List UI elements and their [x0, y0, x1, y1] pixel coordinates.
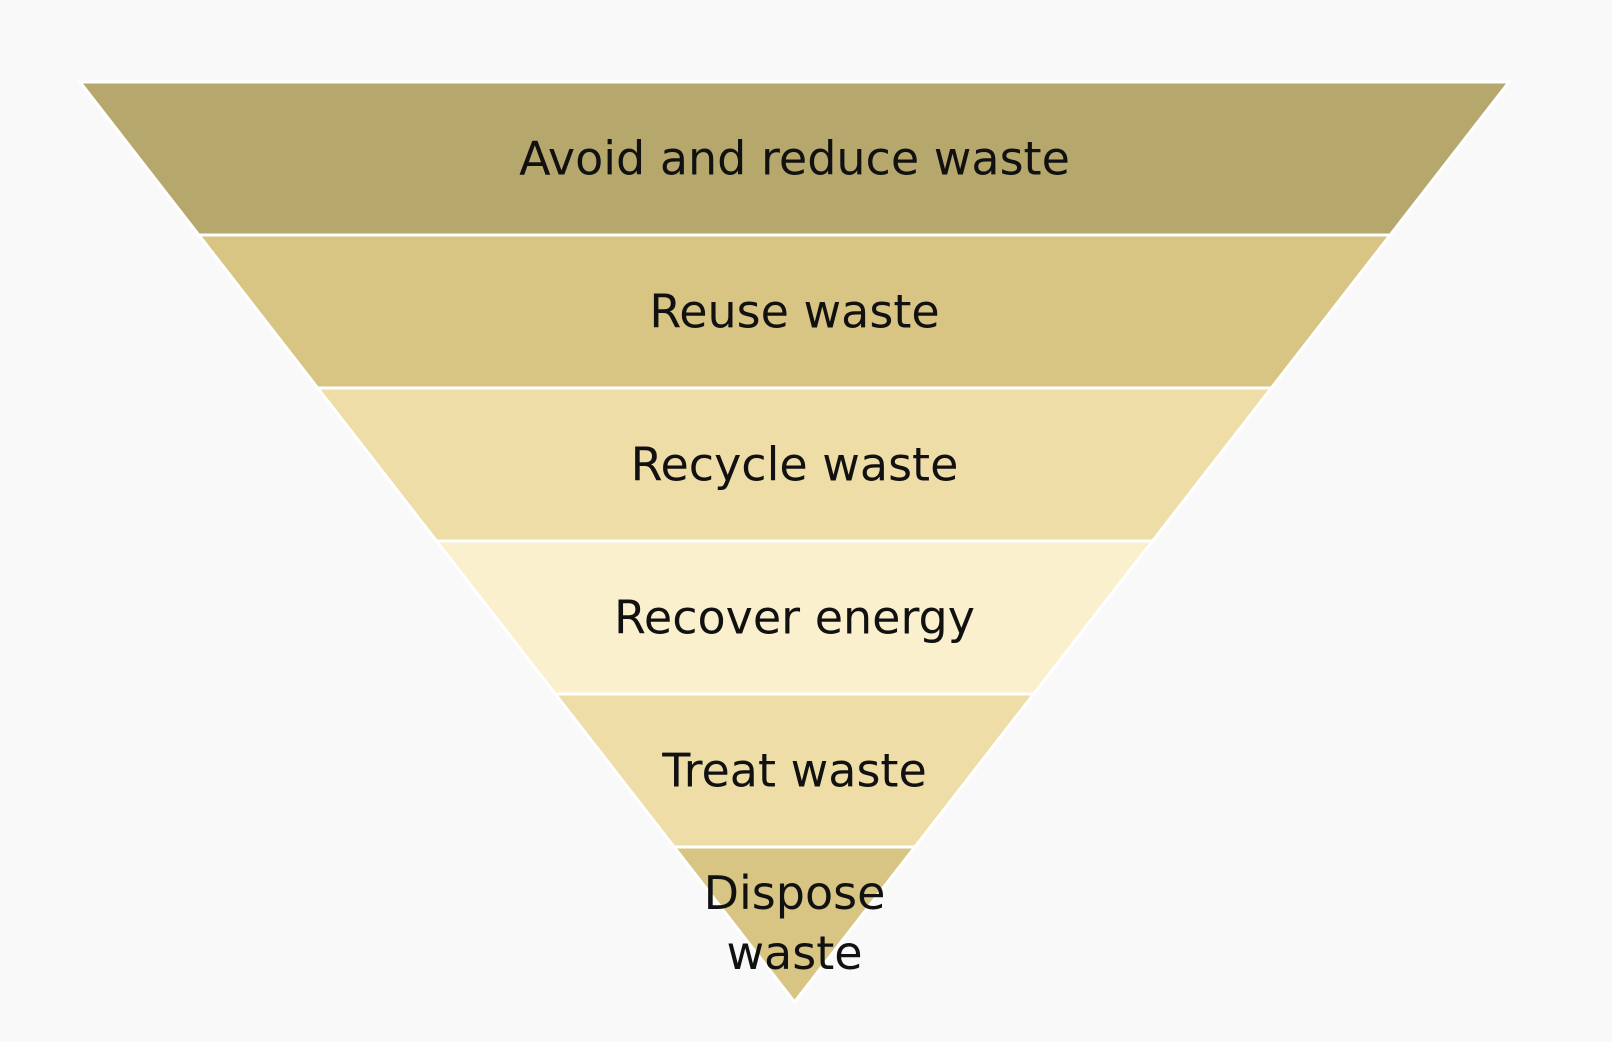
pyramid-tier-label: Avoid and reduce waste [519, 132, 1070, 186]
pyramid-tier-label: Recover energy [614, 591, 975, 645]
pyramid-tier-6 [671, 845, 918, 1005]
pyramid-tier-label: Reuse waste [649, 285, 939, 339]
pyramid-tier-label: Treat waste [661, 744, 927, 798]
pyramid-tier-label: Recycle waste [631, 438, 959, 492]
